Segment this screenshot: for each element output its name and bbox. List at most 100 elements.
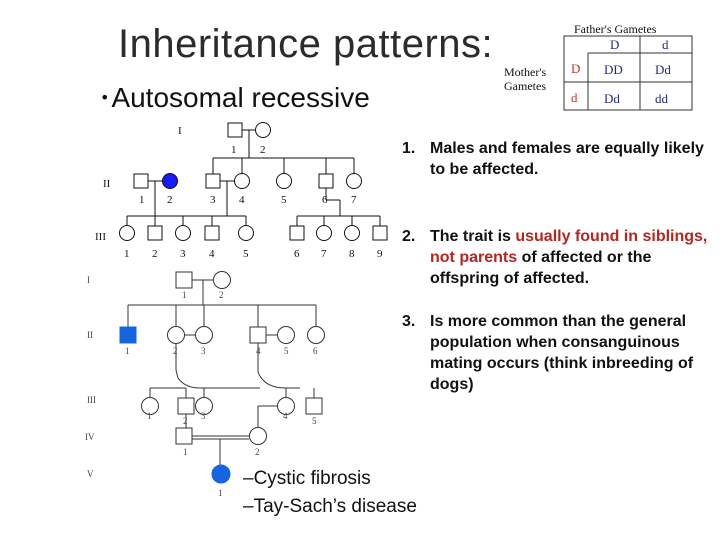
num: 3 xyxy=(201,346,206,356)
pedigree-female xyxy=(195,397,213,415)
gen-label-I: I xyxy=(87,275,90,285)
num: 3 xyxy=(180,248,186,260)
gen-label-IV: IV xyxy=(85,432,95,442)
subtitle-text: Autosomal recessive xyxy=(111,82,370,113)
note-number: 3. xyxy=(402,313,416,330)
punnett-frame xyxy=(563,35,693,111)
num: 5 xyxy=(281,194,287,206)
pedigree-female xyxy=(167,326,185,344)
num: 2 xyxy=(173,346,178,356)
pedigree-male xyxy=(177,397,195,415)
note-2: 2. The trait is usually found in sibling… xyxy=(402,226,712,289)
num: 1 xyxy=(147,411,152,421)
disease-cystic-fibrosis: –Cystic fibrosis xyxy=(243,468,371,489)
gen-label-III: III xyxy=(87,395,96,405)
row-header-1: D xyxy=(571,61,580,76)
num: 4 xyxy=(256,346,261,356)
pedigree-female xyxy=(119,225,135,241)
slide-title: Inheritance patterns: xyxy=(118,22,494,66)
pedigree-male xyxy=(318,173,334,189)
cell-dd-upper: DD xyxy=(604,62,623,77)
pedigree-male xyxy=(305,397,323,415)
gen-label-II: II xyxy=(87,330,93,340)
num: 1 xyxy=(218,488,223,498)
num: 1 xyxy=(139,194,145,206)
num: 1 xyxy=(183,447,188,457)
num: 4 xyxy=(283,411,288,421)
note-1: 1. Males and females are equally likely … xyxy=(402,138,712,180)
note-number: 2. xyxy=(402,228,416,245)
note-number: 1. xyxy=(402,140,416,157)
cell-dd-mixed: Dd xyxy=(655,62,671,77)
num: 1 xyxy=(231,144,237,156)
bullet-icon: • xyxy=(100,88,110,107)
cell-dd-mixed-2: Dd xyxy=(604,91,620,106)
pedigree-male xyxy=(227,122,243,138)
pedigree-male xyxy=(249,326,267,344)
slide-subtitle: •Autosomal recessive xyxy=(100,82,370,114)
num: 6 xyxy=(294,248,300,260)
pedigree-female xyxy=(307,326,325,344)
gen-label-II: II xyxy=(103,178,111,190)
pedigree-male xyxy=(289,225,305,241)
pedigree-female xyxy=(276,173,292,189)
note-highlight: usually found in siblings, not parents xyxy=(430,228,708,266)
num: 9 xyxy=(377,248,383,260)
num: 6 xyxy=(313,346,318,356)
num: 6 xyxy=(322,194,328,206)
pedigree-1: I II III 1 2 1 2 3 4 5 6 7 1 2 3 4 5 6 7… xyxy=(95,122,388,260)
pedigree-male-affected xyxy=(119,326,137,344)
num: 3 xyxy=(201,411,206,421)
note-text: The trait is usually found in siblings, … xyxy=(430,226,712,289)
gen-label-I: I xyxy=(178,125,182,137)
num: 4 xyxy=(239,194,245,206)
num: 2 xyxy=(255,447,260,457)
num: 7 xyxy=(351,194,357,206)
pedigree-female xyxy=(175,225,191,241)
num: 1 xyxy=(124,248,130,260)
cell-dd-lower: dd xyxy=(655,91,669,106)
pedigree-female xyxy=(195,326,213,344)
descent-line xyxy=(175,360,260,389)
note-text: Males and females are equally likely to … xyxy=(430,140,704,178)
num: 1 xyxy=(182,290,187,300)
pedigree-female xyxy=(249,427,267,445)
mother-gametes-label-1: Mother's xyxy=(504,65,546,79)
pedigree-female xyxy=(346,173,362,189)
disease-tay-sachs: –Tay-Sach’s disease xyxy=(243,496,417,517)
pedigree-female xyxy=(344,225,360,241)
descent-line xyxy=(257,360,300,389)
pedigree-male xyxy=(175,427,193,445)
pedigree-female xyxy=(255,122,271,138)
gen-label-III: III xyxy=(95,231,106,243)
num: 2 xyxy=(183,416,188,426)
note-text-pre: The trait is xyxy=(430,228,516,245)
pedigree-female xyxy=(238,225,254,241)
pedigree-male xyxy=(175,271,193,289)
pedigree-female xyxy=(234,173,250,189)
pedigree-female xyxy=(141,397,159,415)
num: 5 xyxy=(284,346,289,356)
col-header-1: D xyxy=(610,37,619,52)
pedigree-male xyxy=(147,225,163,241)
pedigree-female-affected xyxy=(162,173,178,189)
num: 7 xyxy=(321,248,327,260)
pedigree-male xyxy=(372,225,388,241)
pedigree-male xyxy=(204,225,220,241)
num: 5 xyxy=(243,248,249,260)
col-header-2: d xyxy=(662,37,669,52)
pedigree-male xyxy=(205,173,221,189)
num: 8 xyxy=(349,248,355,260)
row-header-2: d xyxy=(571,90,578,105)
gen-label-V: V xyxy=(87,469,94,479)
mother-gametes-label-2: Gametes xyxy=(504,79,546,93)
pedigree-female xyxy=(277,326,295,344)
note-text-post: of affected or the offspring of affected… xyxy=(430,249,652,287)
num: 5 xyxy=(312,416,317,426)
pedigree-female xyxy=(316,225,332,241)
pedigree-female-affected xyxy=(211,464,231,484)
pedigree-female xyxy=(213,271,231,289)
num: 2 xyxy=(152,248,158,260)
punnett-square: Father's Gametes Mother's Gametes D d D … xyxy=(504,22,693,111)
num: 2 xyxy=(219,290,224,300)
